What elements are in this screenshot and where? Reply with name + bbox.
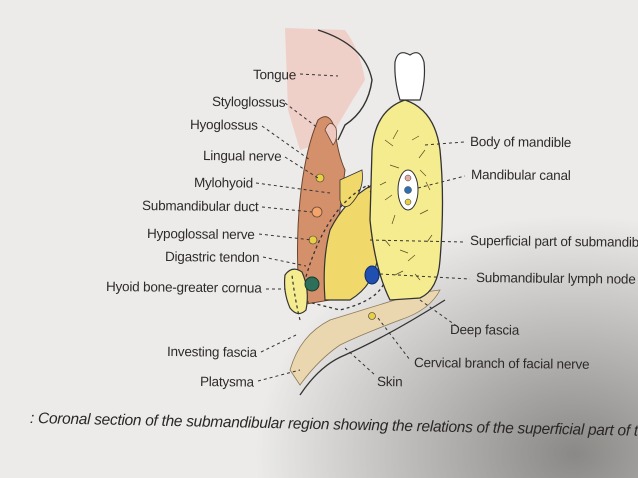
digastric-tendon-shape: [304, 276, 320, 292]
hypoglossal-nerve-shape: [308, 235, 318, 245]
lingual-nerve-shape: [315, 173, 325, 183]
tongue-outline: [317, 29, 373, 141]
label-styloglossus: Styloglossus: [211, 94, 286, 110]
skin-outline: [299, 299, 446, 396]
cervical-branch-shape: [368, 312, 376, 320]
skin-layer: [289, 289, 441, 386]
canal-nerve: [404, 198, 412, 206]
label-investing-fascia: Investing fascia: [167, 344, 258, 360]
deep-gland-part: [339, 169, 363, 208]
label-mandibular-canal: Mandibular canal: [470, 167, 571, 184]
tooth: [394, 52, 426, 101]
styloglossus-shape: [324, 123, 337, 146]
label-submandibular-duct: Submandibular duct: [141, 198, 259, 215]
label-hyoid-bone: Hyoid bone-greater cornua: [106, 279, 263, 296]
label-body-of-mandible: Body of mandible: [469, 134, 572, 151]
canal-vessel-top: [404, 174, 412, 182]
label-skin: Skin: [376, 374, 403, 390]
label-tongue: Tongue: [252, 67, 297, 83]
label-lymph-node: Submandibular lymph node: [475, 270, 636, 287]
canal-vessel-mid: [404, 186, 412, 194]
label-hyoglossus: Hyoglossus: [190, 117, 259, 133]
tongue-region: [285, 28, 365, 150]
label-mylohyoid: Mylohyoid: [193, 175, 254, 191]
label-digastric-tendon: Digastric tendon: [164, 249, 260, 265]
label-lingual-nerve: Lingual nerve: [202, 148, 282, 164]
label-superficial-part: Superficial part of submandib: [469, 233, 638, 250]
label-hypoglossal-nerve: Hypoglossal nerve: [147, 226, 256, 243]
lymph-node-shape: [364, 265, 380, 285]
bone-texture: [379, 129, 433, 281]
label-deep-fascia: Deep fascia: [449, 322, 520, 338]
label-platysma: Platysma: [199, 374, 255, 390]
hyoid-bone: [283, 268, 308, 315]
leader-lines: [255, 73, 471, 382]
label-cervical-branch: Cervical branch of facial nerve: [413, 355, 590, 372]
submandibular-duct-shape: [311, 206, 323, 218]
